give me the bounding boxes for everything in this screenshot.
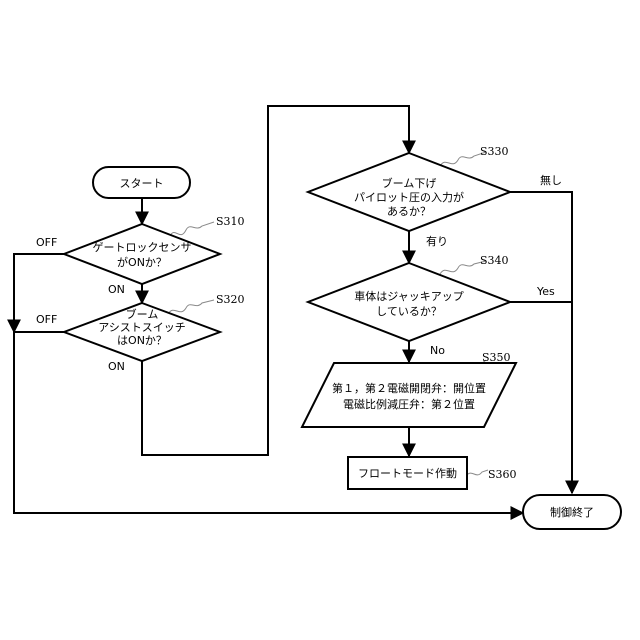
node-s320: ブーム アシストスイッチ はONか？ S320: [64, 293, 245, 361]
s350-line-2: 電磁比例減圧弁：第２位置: [343, 397, 475, 411]
s310-decision: [64, 224, 220, 284]
node-s340: 車体はジャッキアップ しているか？ S340: [308, 254, 510, 341]
s340-step-label: S340: [480, 254, 509, 267]
s350-step-label: S350: [482, 351, 511, 364]
edge-label-s310-off: OFF: [36, 236, 57, 249]
node-start: スタート: [93, 167, 190, 198]
leader-s360: [466, 470, 488, 476]
s320-step-label: S320: [216, 293, 245, 306]
edge-label-s340-no: No: [430, 344, 445, 357]
s320-line-2: アシストスイッチ: [98, 321, 186, 334]
s360-label: フロートモード作動: [358, 466, 457, 480]
leader-s320: [168, 300, 214, 314]
s340-line-2: しているか？: [376, 305, 442, 318]
node-s350: 第１，第２電磁開閉弁：開位置 電磁比例減圧弁：第２位置 S350: [302, 351, 516, 427]
s330-step-label: S330: [480, 145, 509, 158]
edge-label-s310-on: ON: [108, 283, 125, 296]
edge-label-s320-off: OFF: [36, 313, 57, 326]
node-end: 制御終了: [523, 495, 621, 529]
s360-step-label: S360: [488, 468, 517, 481]
start-label: スタート: [120, 177, 164, 190]
s330-line-3: あるか？: [387, 205, 431, 218]
s350-line-1: 第１，第２電磁開閉弁：開位置: [332, 381, 486, 395]
arrow-s330-none-to-end: [510, 192, 572, 493]
s310-line-2: がONか？: [117, 255, 167, 269]
edge-label-s330-yes: 有り: [426, 234, 448, 248]
node-s360: フロートモード作動 S360: [348, 457, 517, 489]
leader-s310: [170, 222, 214, 236]
s330-line-1: ブーム下げ: [382, 176, 437, 190]
node-s310: ゲートロックセンサ がONか？ S310: [64, 215, 245, 284]
s330-line-2: パイロット圧の入力が: [354, 190, 464, 204]
s310-line-1: ゲートロックセンサ: [93, 241, 192, 254]
s320-line-1: ブーム: [126, 307, 159, 321]
s320-line-3: はONか？: [117, 334, 167, 347]
edge-label-s330-none: 無し: [540, 173, 562, 187]
node-s330: ブーム下げ パイロット圧の入力が あるか？ S330: [308, 145, 510, 231]
end-label: 制御終了: [550, 505, 594, 519]
edge-label-s340-yes: Yes: [536, 285, 555, 298]
s340-line-1: 車体はジャッキアップ: [354, 289, 463, 303]
edge-label-s320-on: ON: [108, 360, 125, 373]
s310-step-label: S310: [216, 215, 245, 228]
s350-io: [302, 363, 516, 427]
